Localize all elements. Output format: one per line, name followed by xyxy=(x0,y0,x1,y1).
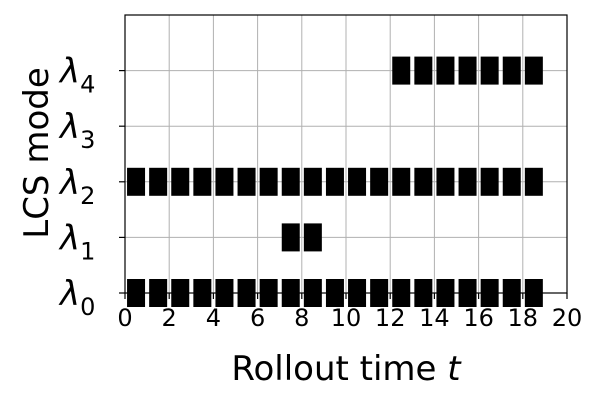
y-tick-label: λ2 xyxy=(58,163,95,210)
mode-marker xyxy=(215,167,234,196)
mode-marker xyxy=(259,167,278,196)
x-tick-label: 4 xyxy=(206,304,221,332)
mode-marker xyxy=(303,223,322,252)
mode-marker xyxy=(348,167,367,196)
x-tick-label: 14 xyxy=(419,304,450,332)
mode-marker xyxy=(502,167,521,196)
mode-marker xyxy=(392,56,411,85)
mode-marker xyxy=(325,167,344,196)
mode-marker xyxy=(370,167,389,196)
y-tick-label: λ0 xyxy=(58,274,95,321)
mode-marker xyxy=(414,167,433,196)
x-tick-label: 20 xyxy=(552,304,583,332)
x-tick-label: 6 xyxy=(250,304,265,332)
mode-marker xyxy=(458,56,477,85)
x-tick-label: 8 xyxy=(294,304,309,332)
mode-marker xyxy=(436,167,455,196)
y-tick-subscript: 0 xyxy=(80,293,95,321)
y-tick-subscript: 3 xyxy=(80,126,95,154)
mode-marker xyxy=(414,56,433,85)
grid xyxy=(124,15,568,294)
x-axis-label: Rollout time t xyxy=(231,349,462,389)
mode-marker xyxy=(281,223,300,252)
mode-marker xyxy=(127,167,146,196)
mode-marker xyxy=(458,167,477,196)
y-axis-label: LCS mode xyxy=(17,67,57,239)
mode-marker xyxy=(303,167,322,196)
mode-marker xyxy=(171,167,190,196)
x-tick-label: 16 xyxy=(463,304,494,332)
y-tick-symbol: λ xyxy=(58,163,80,203)
y-tick-symbol: λ xyxy=(58,218,80,258)
x-tick-label: 10 xyxy=(331,304,362,332)
mode-marker xyxy=(502,56,521,85)
mode-marker xyxy=(237,167,256,196)
mode-marker xyxy=(524,56,543,85)
x-tick-label: 0 xyxy=(117,304,132,332)
y-tick-subscript: 4 xyxy=(80,71,95,99)
mode-marker xyxy=(281,167,300,196)
mode-marker xyxy=(392,167,411,196)
mode-marker xyxy=(149,167,168,196)
y-tick-label: λ4 xyxy=(58,52,95,99)
mode-marker xyxy=(524,167,543,196)
y-tick-label: λ1 xyxy=(58,218,95,265)
x-axis-label-var: t xyxy=(447,349,462,389)
x-tick-label: 18 xyxy=(508,304,539,332)
x-axis-ticks: 0 2 4 6 8 10 12 14 16 18 20 xyxy=(117,293,582,332)
x-axis-label-text: Rollout time xyxy=(231,349,436,389)
x-tick-label: 12 xyxy=(375,304,406,332)
y-tick-symbol: λ xyxy=(58,107,80,147)
x-tick-label: 2 xyxy=(162,304,177,332)
y-tick-symbol: λ xyxy=(58,52,80,92)
y-tick-subscript: 1 xyxy=(80,237,95,265)
mode-marker xyxy=(480,56,499,85)
mode-marker xyxy=(436,56,455,85)
mode-marker xyxy=(480,167,499,196)
y-tick-label: λ3 xyxy=(58,107,95,154)
y-tick-subscript: 2 xyxy=(80,182,95,210)
y-tick-symbol: λ xyxy=(58,274,80,314)
mode-marker xyxy=(193,167,212,196)
